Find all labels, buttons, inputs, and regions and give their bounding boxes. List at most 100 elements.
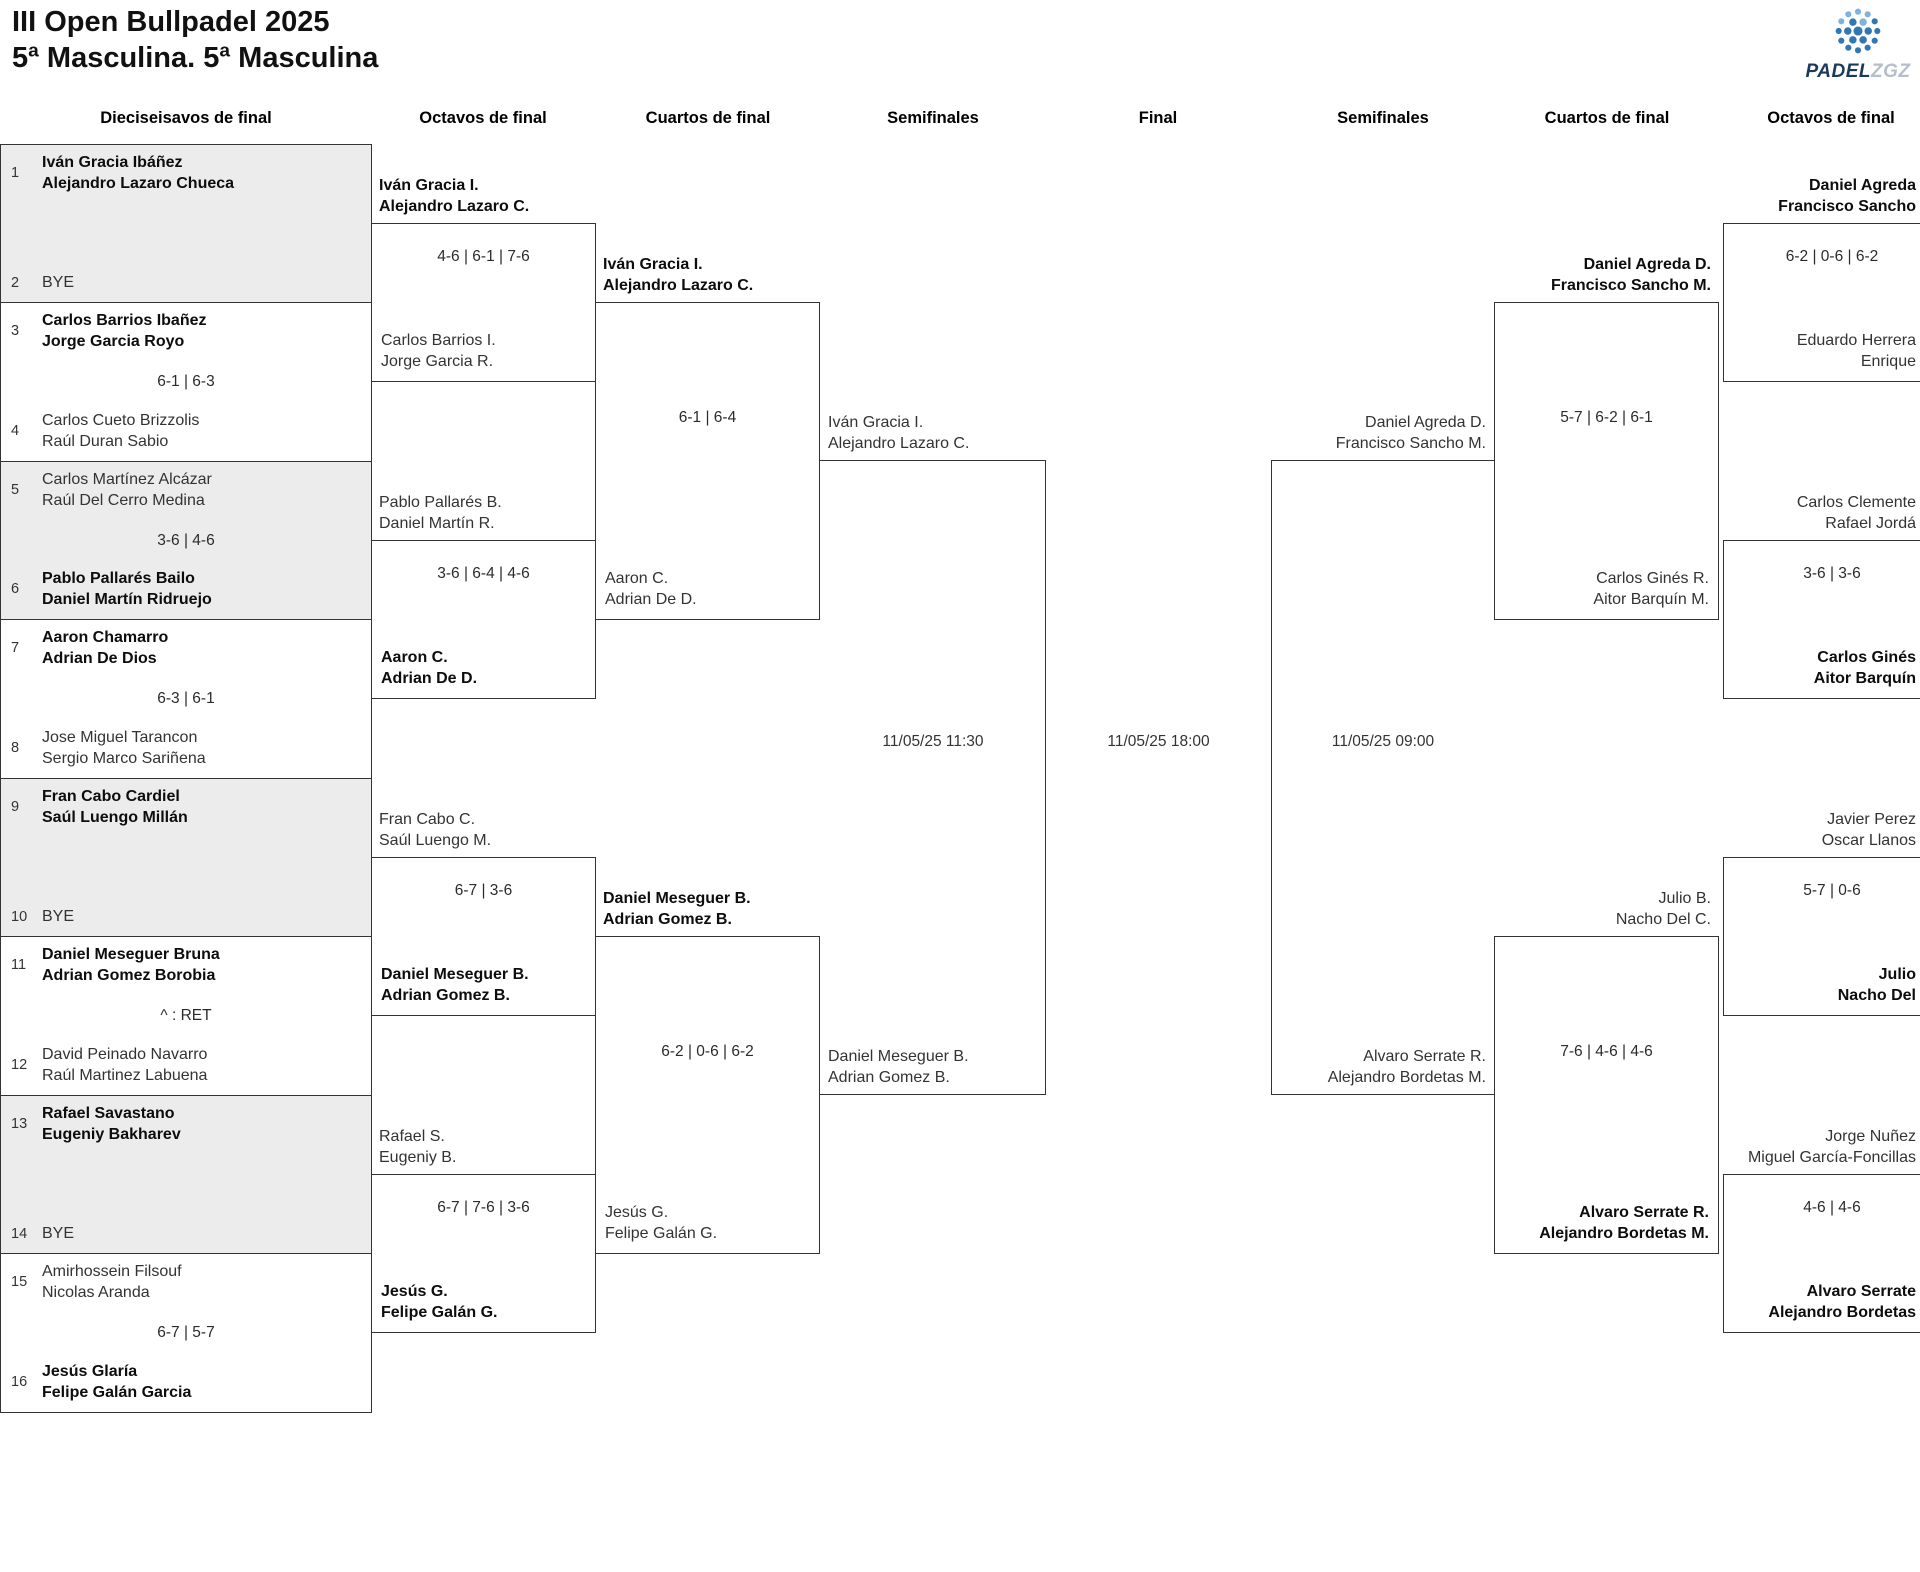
match-score: 6-2 | 0-6 | 6-2 xyxy=(1785,248,1879,265)
match-score: 3-6 | 3-6 xyxy=(1803,565,1861,582)
page-subtitle: 5ª Masculina. 5ª Masculina xyxy=(12,42,379,74)
round-header-r16-right: Octavos de final xyxy=(1767,109,1895,127)
match-score: 3-6 | 4-6 xyxy=(157,531,215,549)
seed-number: 15 xyxy=(11,1274,28,1290)
seed-number: 13 xyxy=(11,1116,28,1132)
team: Iván Gracia I.Alejandro Lazaro C. xyxy=(379,177,530,215)
team: Carlos Barrios I.Jorge Garcia R. xyxy=(381,332,496,370)
seed-number: 5 xyxy=(11,482,20,498)
seed-number: 1 xyxy=(11,165,20,181)
team: Jesús G.Felipe Galán G. xyxy=(381,1283,498,1321)
r16-left-match-3: 6-7 | 3-6 Daniel Meseguer B.Adrian Gomez… xyxy=(371,857,596,1016)
match-datetime: 11/05/25 09:00 xyxy=(1331,733,1435,750)
team: Daniel Meseguer B.Adrian Gomez B. xyxy=(603,890,751,928)
seed-number: 8 xyxy=(11,740,20,756)
team: Aaron C.Adrian De D. xyxy=(605,570,697,608)
seed-number: 12 xyxy=(11,1057,28,1073)
match-score: 3-6 | 6-4 | 4-6 xyxy=(437,565,530,582)
team: Julio B.Nacho Del C. xyxy=(1615,890,1711,928)
team: Alvaro Serrate R.Alejandro Bordetas M. xyxy=(1539,1204,1709,1242)
team: Iván Gracia I.Alejandro Lazaro C. xyxy=(603,256,754,294)
team: Rafael S.Eugeniy B. xyxy=(379,1128,457,1166)
match-score: 6-7 | 5-7 xyxy=(157,1324,215,1341)
seed-number: 11 xyxy=(11,957,27,973)
match-score: 6-2 | 0-6 | 6-2 xyxy=(661,1043,754,1060)
padel-ball-icon xyxy=(1831,8,1885,60)
bracket-line xyxy=(820,1094,1046,1095)
match-score: 5-7 | 6-2 | 6-1 xyxy=(1560,409,1653,426)
seed-number: 6 xyxy=(11,581,20,597)
match-score: ^ : RET xyxy=(160,1007,212,1024)
team: Carlos Ginés R.Aitor Barquín M. xyxy=(1593,570,1709,608)
r16-left-match-1: 4-6 | 6-1 | 7-6 Carlos Barrios I.Jorge G… xyxy=(371,223,596,382)
r16-left-match-2: 3-6 | 6-4 | 4-6 Aaron C.Adrian De D. xyxy=(371,540,596,699)
team: Fran Cabo C.Saúl Luengo M. xyxy=(379,811,492,849)
match-score: 6-7 | 3-6 xyxy=(454,882,513,899)
team: Pablo Pallarés B.Daniel Martín R. xyxy=(379,494,502,532)
qf-right-match-1: 5-7 | 6-2 | 6-1 Carlos Ginés R.Aitor Bar… xyxy=(1494,302,1719,620)
seed-number: 9 xyxy=(11,799,20,815)
match-score: 6-7 | 7-6 | 3-6 xyxy=(437,1199,530,1216)
qf-left-match-1: 6-1 | 6-4 Aaron C.Adrian De D. xyxy=(595,302,820,620)
round-header-final: Final xyxy=(1138,109,1178,127)
r16-left-match-4: 6-7 | 7-6 | 3-6 Jesús G.Felipe Galán G. xyxy=(371,1174,596,1333)
team: Iván Gracia I.Alejandro Lazaro C. xyxy=(828,414,970,452)
match-score: 6-1 | 6-3 xyxy=(157,373,215,390)
padelzgz-logo[interactable]: PADELZGZ xyxy=(1802,6,1914,83)
bracket-line xyxy=(1045,460,1046,1095)
seed-number: 10 xyxy=(11,908,28,925)
seed-number: 14 xyxy=(11,1225,28,1242)
seed-number: 2 xyxy=(11,274,20,291)
team: Aaron C.Adrian De D. xyxy=(381,649,478,687)
team: Alvaro Serrate R.Alejandro Bordetas M. xyxy=(1327,1048,1486,1086)
match-score: 7-6 | 4-6 | 4-6 xyxy=(1560,1043,1653,1060)
logo-wordmark: PADELZGZ xyxy=(1805,61,1911,82)
round-header-sf-left: Semifinales xyxy=(887,109,979,127)
team: Jesús G.Felipe Galán G. xyxy=(605,1204,718,1242)
round-header-qf-right: Cuartos de final xyxy=(1544,109,1670,127)
team: Daniel Agreda D.Francisco Sancho M. xyxy=(1335,414,1486,452)
match-score: 5-7 | 0-6 xyxy=(1803,882,1861,899)
seed-number: 3 xyxy=(11,323,20,339)
match-datetime: 11/05/25 18:00 xyxy=(1107,733,1210,750)
qf-right-match-2: 7-6 | 4-6 | 4-6 Alvaro Serrate R.Alejand… xyxy=(1494,936,1719,1254)
bracket-line xyxy=(1271,460,1272,1095)
bracket-line xyxy=(820,460,1046,461)
seed-number: 4 xyxy=(11,423,20,439)
match-score: 6-3 | 6-1 xyxy=(157,690,215,707)
team: Daniel Meseguer B.Adrian Gomez B. xyxy=(381,966,529,1004)
bracket-line xyxy=(1271,460,1495,461)
team: Daniel Meseguer B.Adrian Gomez B. xyxy=(828,1048,969,1086)
match-score: 4-6 | 6-1 | 7-6 xyxy=(437,248,530,265)
round-header-sf-right: Semifinales xyxy=(1337,109,1429,127)
